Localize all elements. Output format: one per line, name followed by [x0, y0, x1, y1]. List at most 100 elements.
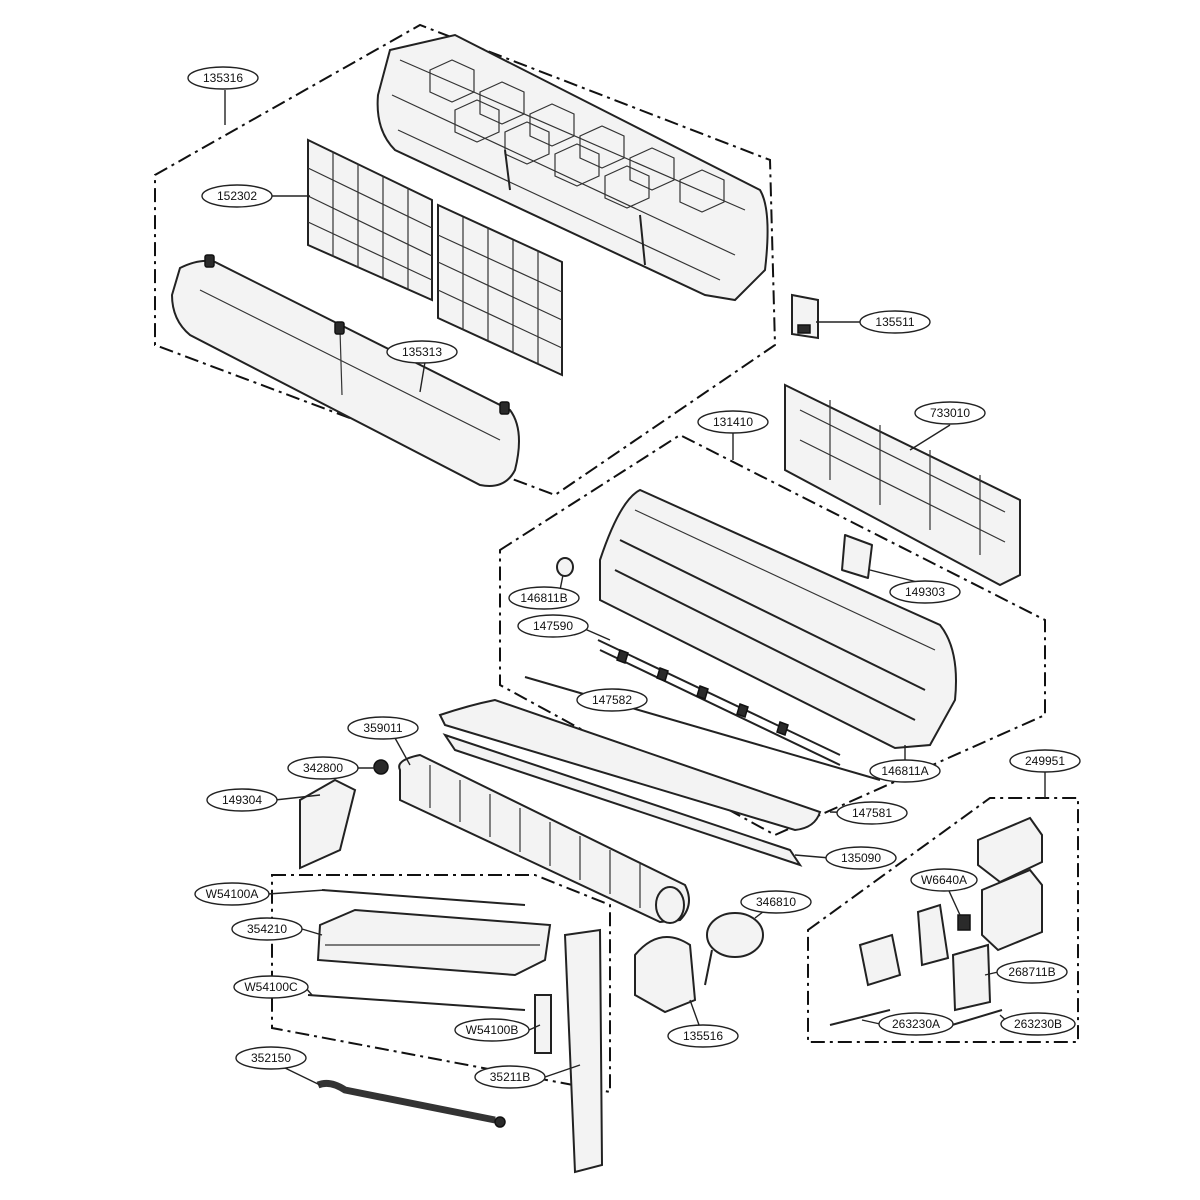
- callout-152302: 152302: [201, 184, 273, 208]
- part-number: 733010: [930, 406, 970, 420]
- part-number: 342800: [303, 761, 343, 775]
- fan-motor-part: [704, 912, 764, 986]
- callout-263230A: 263230A: [878, 1012, 954, 1036]
- callout-W54100A: W54100A: [194, 882, 270, 906]
- callout-oval: [187, 66, 259, 90]
- callout-352150: 352150: [235, 1046, 307, 1070]
- evaporator-part: [307, 889, 604, 1174]
- callout-oval: [231, 917, 303, 941]
- callout-131410: 131410: [697, 410, 769, 434]
- callout-342800: 342800: [287, 756, 359, 780]
- callout-oval: [347, 716, 419, 740]
- callout-149304: 149304: [206, 788, 278, 812]
- part-number: 135516: [683, 1029, 723, 1043]
- part-number: W54100A: [206, 887, 259, 901]
- callout-146811A: 146811A: [869, 759, 941, 783]
- callout-263230B: 263230B: [1000, 1012, 1076, 1036]
- callout-oval: [386, 340, 458, 364]
- callout-135316: 135316: [187, 66, 259, 90]
- part-number: 146811B: [520, 591, 567, 605]
- callout-147581: 147581: [836, 801, 908, 825]
- part-number: 131410: [713, 415, 753, 429]
- callout-oval: [910, 868, 978, 892]
- callout-oval: [474, 1065, 546, 1089]
- callout-oval: [454, 1018, 530, 1042]
- horizontal-vane-part: [438, 698, 822, 832]
- callout-135090: 135090: [825, 846, 897, 870]
- part-number: W54100B: [466, 1023, 519, 1037]
- part-number: 147590: [533, 619, 573, 633]
- callout-359011: 359011: [347, 716, 419, 740]
- callout-oval: [889, 580, 961, 604]
- callout-W54100C: W54100C: [233, 975, 309, 999]
- callout-oval: [859, 310, 931, 334]
- part-number: 152302: [217, 189, 257, 203]
- callout-oval: [697, 410, 769, 434]
- part-number: W54100C: [244, 980, 298, 994]
- callout-oval: [914, 401, 986, 425]
- part-number: 147581: [852, 806, 892, 820]
- drain-hose-part: [316, 1079, 506, 1128]
- control-box-group-border: [807, 797, 1079, 1043]
- part-number: 249951: [1025, 754, 1065, 768]
- callout-oval: [740, 890, 812, 914]
- callout-oval: [235, 1046, 307, 1070]
- callout-354210: 354210: [231, 917, 303, 941]
- callout-oval: [836, 801, 908, 825]
- part-number: 352150: [251, 1051, 291, 1065]
- callout-135511: 135511: [859, 310, 931, 334]
- callout-733010: 733010: [914, 401, 986, 425]
- callout-147590: 147590: [517, 614, 589, 638]
- callout-268711B: 268711B: [996, 960, 1068, 984]
- callout-346810: 346810: [740, 890, 812, 914]
- callout-oval: [508, 586, 580, 610]
- callout-oval: [287, 756, 359, 780]
- callout-oval: [667, 1024, 739, 1048]
- callout-oval: [878, 1012, 954, 1036]
- front-panel-group-border: [154, 23, 777, 497]
- motor-cover-part: [634, 936, 697, 1014]
- callout-149303: 149303: [889, 580, 961, 604]
- part-number: 149304: [222, 793, 262, 807]
- evaporator-group-border: [271, 874, 611, 1094]
- callout-146811B: 146811B: [508, 586, 580, 610]
- callout-oval: [206, 788, 278, 812]
- callout-oval: [869, 759, 941, 783]
- front-panel-part: [170, 254, 520, 487]
- bearing-holder-part: [299, 778, 357, 870]
- callout-35211B: 35211B: [474, 1065, 546, 1089]
- part-number: 35211B: [490, 1070, 530, 1084]
- part-number: 263230B: [1014, 1017, 1062, 1031]
- callout-249951: 249951: [1009, 749, 1081, 773]
- cross-flow-fan-part: [373, 753, 690, 924]
- callout-oval: [517, 614, 589, 638]
- callout-W6640A: W6640A: [910, 868, 978, 892]
- top-cover-part: [376, 33, 769, 302]
- callout-oval: [576, 688, 648, 712]
- callout-W54100B: W54100B: [454, 1018, 530, 1042]
- callout-135313: 135313: [386, 340, 458, 364]
- callout-135516: 135516: [667, 1024, 739, 1048]
- chassis-part: [556, 488, 957, 750]
- part-number: 135313: [402, 345, 442, 359]
- part-number: 135511: [875, 315, 914, 329]
- part-number: 146811A: [881, 764, 928, 778]
- air-filter-part: [307, 138, 563, 377]
- callout-oval: [996, 960, 1068, 984]
- chassis-group-border: [499, 433, 1046, 837]
- part-number: 149303: [905, 585, 945, 599]
- part-number: 135090: [841, 851, 881, 865]
- installation-plate-part: [784, 383, 1021, 587]
- control-box-part: [829, 816, 1043, 1026]
- part-number: 354210: [247, 922, 287, 936]
- part-number: 268711B: [1008, 965, 1055, 979]
- part-number: 359011: [363, 721, 402, 735]
- callout-oval: [825, 846, 897, 870]
- vane-linkage-part: [597, 639, 841, 766]
- part-number: 135316: [203, 71, 243, 85]
- drain-pan-part: [442, 733, 803, 867]
- callout-oval: [201, 184, 273, 208]
- callout-147582: 147582: [576, 688, 648, 712]
- part-number: 263230A: [892, 1017, 940, 1031]
